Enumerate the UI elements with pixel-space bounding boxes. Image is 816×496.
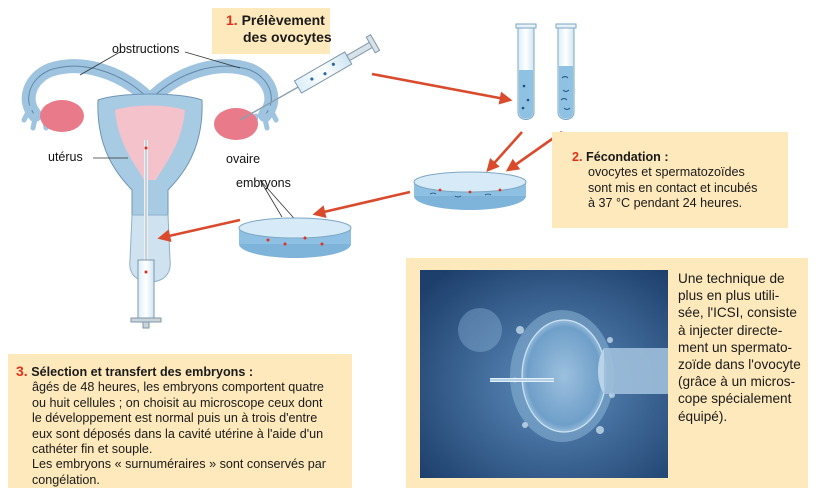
step1-number: 1. [226,12,238,28]
step3-title: Sélection et transfert des embryons : [31,365,254,379]
step3-line: congélation. [32,472,100,487]
icsi-line: plus en plus utili- [678,288,780,304]
step2-box [552,132,788,228]
step3-line: eux sont déposés dans la cavité utérine … [32,426,324,441]
step2-line: à 37 °C pendant 24 heures. [588,196,743,211]
step3-line: âgés de 48 heures, les embryons comporte… [32,380,324,395]
step1-title: 1. Prélèvement des ovocytes [226,12,332,46]
step1-title-line1: Prélèvement [241,12,325,28]
label-pointers [79,51,301,226]
step3-box [8,354,352,488]
step3-text: 3. Sélection et transfert des embryons :… [16,363,352,488]
embryo-dish [238,217,352,258]
step3-line: Les embryons « surnuméraires » sont cons… [32,457,326,472]
step3-line: le développement est normal puis un à tr… [32,411,318,426]
step2-text: 2. Fécondation : ovocytes et spermatozoï… [572,150,757,212]
icsi-line: ment un spermato- [678,339,793,355]
uterus-illustration [21,59,279,329]
step3-line: ou huit cellules ; on choisit au microsc… [32,395,323,410]
icsi-line: équipé). [678,408,728,424]
label-obstructions: obstructions [112,42,180,56]
step1-box [212,8,330,54]
icsi-line: zoïde dans l'ovocyte [678,357,801,373]
label-embryons: embryons [236,176,291,190]
step2-line: sont mis en contact et incubés [588,180,758,195]
step3-line: cathéter fin et souple. [32,442,153,457]
icsi-line: à injecter directe- [678,322,783,338]
step3-number: 3. [16,363,28,379]
label-uterus: utérus [48,150,83,164]
icsi-text: Une technique de plus en plus utili- sée… [678,270,801,425]
step2-title: Fécondation : [586,150,669,164]
icsi-micrograph [420,270,668,478]
icsi-line: cope spécialement [678,391,792,407]
icsi-line: Une technique de [678,271,785,286]
step2-number: 2. [572,150,583,164]
label-ovaire: ovaire [226,152,261,166]
fertilization-dish [413,171,527,210]
step1-title-line2: des ovocytes [243,29,332,45]
test-tubes [515,23,577,120]
flow-arrows [157,72,563,243]
icsi-line: (grâce à un micros- [678,374,796,390]
icsi-line: sée, l'ICSI, consiste [678,305,797,321]
step2-line: ovocytes et spermatozoïdes [588,165,745,180]
retrieval-syringe [239,34,381,121]
